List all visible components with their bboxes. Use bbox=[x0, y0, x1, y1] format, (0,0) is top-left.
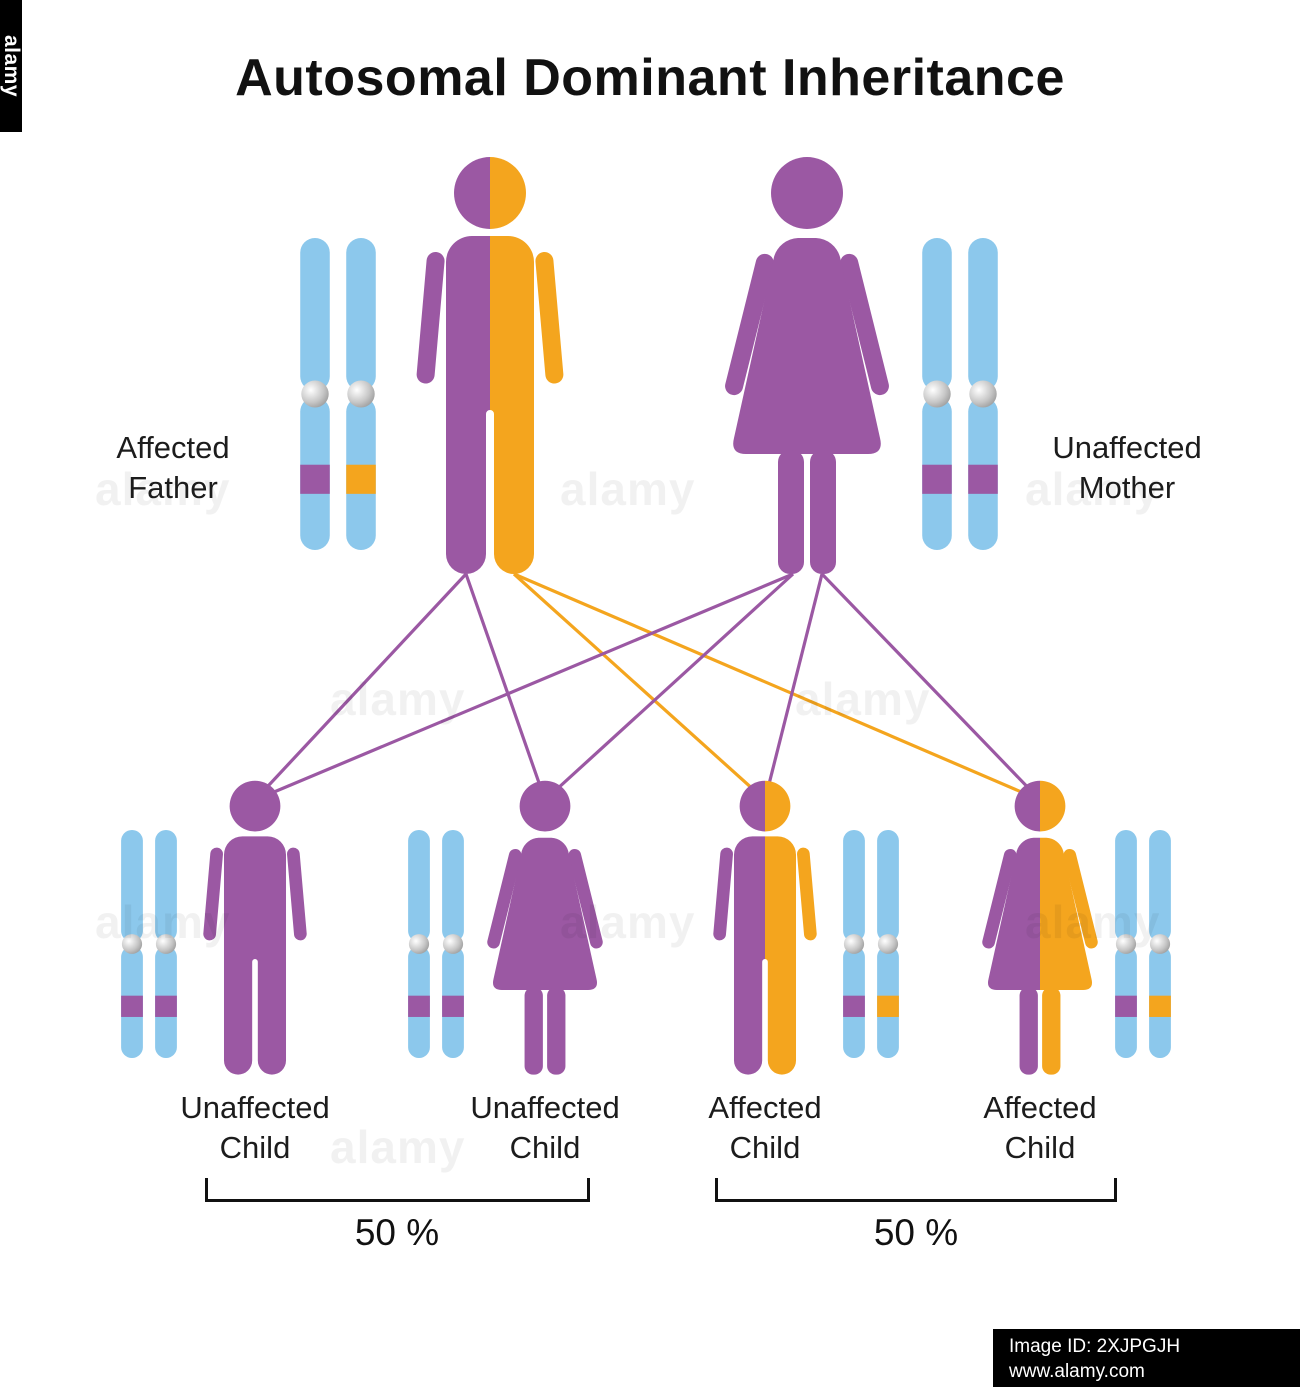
mother-figure bbox=[723, 157, 891, 574]
father-label-line1: Affected bbox=[116, 430, 230, 465]
alamy-logo-strip: alamy bbox=[0, 0, 23, 132]
probability-bracket-unaffected bbox=[205, 1178, 590, 1202]
father-chromosome-pair bbox=[296, 238, 380, 550]
child1-label: Unaffected Child bbox=[135, 1088, 375, 1168]
alamy-watermark: alamy bbox=[795, 673, 931, 725]
child3-label: Affected Child bbox=[645, 1088, 885, 1168]
line-mother-child1 bbox=[254, 572, 794, 802]
child1-chromosome-1 bbox=[121, 830, 143, 1058]
gene-band-normal bbox=[155, 995, 177, 1017]
gene-band-normal bbox=[121, 995, 143, 1017]
child4-label-line1: Affected bbox=[983, 1090, 1097, 1125]
gene-band-normal bbox=[1115, 995, 1137, 1017]
child1-chromosome-pair bbox=[118, 830, 180, 1058]
child4-label-line2: Child bbox=[1004, 1130, 1076, 1165]
alamy-logo-text: alamy bbox=[0, 34, 23, 98]
page-title: Autosomal Dominant Inheritance bbox=[235, 49, 1065, 107]
father-figure bbox=[415, 157, 565, 574]
child3-chromosome-pair bbox=[840, 830, 902, 1058]
child3-label-line1: Affected bbox=[708, 1090, 822, 1125]
child2-chromosome-1 bbox=[408, 830, 430, 1058]
child1-label-line1: Unaffected bbox=[180, 1090, 330, 1125]
gene-band-normal bbox=[968, 464, 998, 494]
child3-label-line2: Child bbox=[729, 1130, 801, 1165]
gene-band-normal bbox=[843, 995, 865, 1017]
probability-bracket-affected bbox=[715, 1178, 1117, 1202]
mother-label-line1: Unaffected bbox=[1052, 430, 1202, 465]
line-mother-child2 bbox=[543, 572, 795, 802]
child1-label-line2: Child bbox=[219, 1130, 291, 1165]
child1-chromosome-2 bbox=[155, 830, 177, 1058]
child3-figure bbox=[712, 780, 818, 1075]
child4-chromosome-mutated bbox=[1149, 830, 1171, 1058]
gene-band-normal bbox=[408, 995, 430, 1017]
father-label-line2: Father bbox=[128, 470, 218, 505]
child4-chromosome-pair bbox=[1112, 830, 1174, 1058]
probability-label-unaffected: 50 % bbox=[354, 1212, 440, 1253]
line-mother-child4 bbox=[820, 572, 1042, 802]
mother-label-line2: Mother bbox=[1078, 470, 1176, 505]
child2-label-line2: Child bbox=[509, 1130, 581, 1165]
line-father-child1 bbox=[253, 572, 468, 802]
mother-chromosome-normal-1 bbox=[922, 238, 952, 550]
gene-band-mutated bbox=[346, 464, 376, 494]
gene-band-normal bbox=[300, 464, 330, 494]
line-mother-child3 bbox=[763, 573, 824, 801]
gene-band-normal bbox=[442, 995, 464, 1017]
mother-chromosome-pair bbox=[918, 238, 1002, 550]
child2-chromosome-2 bbox=[442, 830, 464, 1058]
probability-label-affected: 50 % bbox=[873, 1212, 959, 1253]
website-label: www.alamy.com bbox=[1009, 1361, 1145, 1382]
alamy-watermark: alamy bbox=[330, 673, 466, 725]
image-id-label: Image ID: 2XJPGJH bbox=[1009, 1336, 1181, 1357]
alamy-credit-box: Image ID: 2XJPGJH www.alamy.com bbox=[993, 1329, 1300, 1387]
child2-figure bbox=[485, 780, 605, 1075]
line-father-child4 bbox=[513, 572, 1041, 802]
mother-chromosome-normal-2 bbox=[968, 238, 998, 550]
father-label: Affected Father bbox=[58, 428, 288, 508]
child1-figure bbox=[202, 780, 308, 1075]
child2-label-line1: Unaffected bbox=[470, 1090, 620, 1125]
gene-band-mutated bbox=[877, 995, 899, 1017]
gene-band-normal bbox=[922, 464, 952, 494]
father-chromosome-normal bbox=[300, 238, 330, 550]
child2-chromosome-pair bbox=[405, 830, 467, 1058]
child4-label: Affected Child bbox=[920, 1088, 1160, 1168]
line-father-child3 bbox=[512, 572, 767, 802]
mother-label: Unaffected Mother bbox=[1002, 428, 1252, 508]
father-chromosome-mutated bbox=[346, 238, 376, 550]
gene-band-mutated bbox=[1149, 995, 1171, 1017]
child4-figure bbox=[980, 780, 1100, 1075]
child4-chromosome-normal bbox=[1115, 830, 1137, 1058]
child3-chromosome-normal bbox=[843, 830, 865, 1058]
child3-chromosome-mutated bbox=[877, 830, 899, 1058]
line-father-child2 bbox=[464, 573, 547, 801]
child2-label: Unaffected Child bbox=[425, 1088, 665, 1168]
